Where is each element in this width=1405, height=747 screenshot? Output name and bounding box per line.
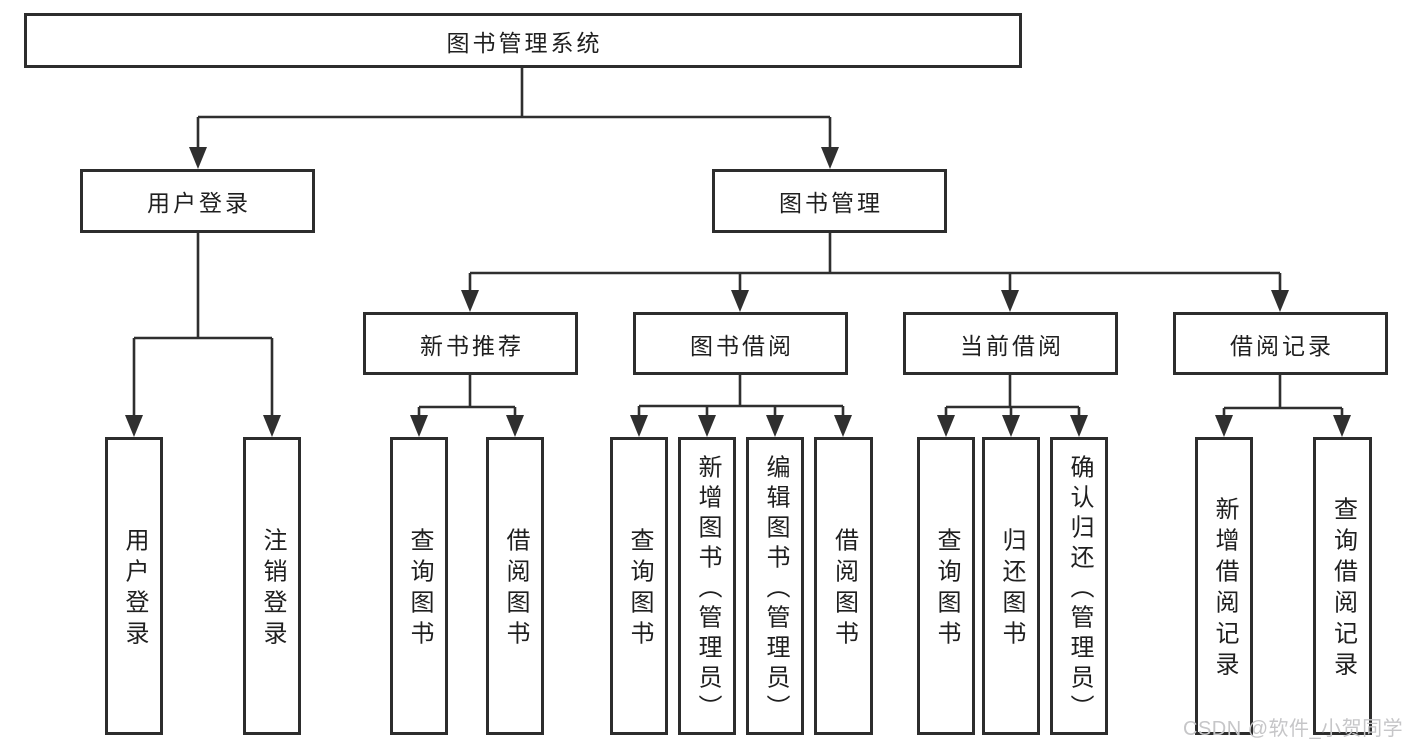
leaf-query-books-recommend: 查询图书 (390, 437, 448, 735)
node-book-borrow: 图书借阅 (633, 312, 848, 375)
node-borrow-records-label: 借阅记录 (1230, 332, 1334, 359)
node-book-borrow-label: 图书借阅 (690, 332, 794, 359)
arrowhead (630, 415, 648, 437)
watermark: CSDN @软件_小贺同学 (1183, 718, 1404, 740)
arrowhead (1215, 415, 1233, 437)
leaf-logout-label: 注销登录 (259, 527, 286, 652)
leaf-query-borrow-record-label: 查询借阅记录 (1329, 496, 1357, 683)
leaf-add-book-admin: 新增图书（管理员） (678, 437, 736, 735)
leaf-confirm-return-admin: 确认归还（管理员） (1050, 437, 1108, 735)
leaf-add-borrow-record-label: 新增借阅记录 (1211, 496, 1238, 683)
leaf-query-books-borrow-label: 查询图书 (626, 527, 653, 652)
arrowhead (698, 415, 716, 437)
node-book-management-label: 图书管理 (779, 190, 883, 216)
arrowhead (1333, 415, 1351, 437)
node-root-label: 图书管理系统 (446, 29, 603, 56)
leaf-return-books: 归还图书 (982, 437, 1040, 735)
leaf-add-borrow-record: 新增借阅记录 (1195, 437, 1253, 735)
arrowhead (410, 415, 428, 437)
leaf-user-login: 用户登录 (105, 437, 163, 735)
arrowhead (125, 415, 143, 437)
arrowhead (731, 290, 749, 312)
leaf-borrow-books-recommend: 借阅图书 (486, 437, 544, 735)
arrowhead (506, 415, 524, 437)
node-book-management: 图书管理 (712, 169, 947, 233)
arrowhead (1271, 290, 1289, 312)
arrowhead (1070, 415, 1088, 437)
leaf-query-books-current-label: 查询图书 (933, 527, 960, 652)
leaf-borrow-books-recommend-label: 借阅图书 (502, 527, 529, 652)
node-new-book-recommend: 新书推荐 (363, 312, 578, 375)
arrowhead (821, 147, 839, 169)
arrowhead (1001, 290, 1019, 312)
node-root: 图书管理系统 (24, 13, 1022, 68)
leaf-query-books-recommend-label: 查询图书 (406, 527, 433, 652)
leaf-borrow-books-label: 借阅图书 (830, 527, 858, 652)
arrowhead (461, 290, 479, 312)
leaf-logout: 注销登录 (243, 437, 301, 735)
node-user-login-label: 用户登录 (147, 190, 251, 216)
leaf-edit-book-admin-label: 编辑图书（管理员） (762, 454, 789, 725)
arrowhead (1002, 415, 1020, 437)
leaf-confirm-return-admin-label: 确认归还（管理员） (1066, 454, 1093, 725)
node-borrow-records: 借阅记录 (1173, 312, 1388, 375)
arrowhead (834, 415, 852, 437)
leaf-query-borrow-record: 查询借阅记录 (1313, 437, 1372, 735)
leaf-borrow-books: 借阅图书 (814, 437, 873, 735)
leaf-add-book-admin-label: 新增图书（管理员） (694, 454, 721, 725)
arrowhead (189, 147, 207, 169)
arrowhead (937, 415, 955, 437)
leaf-edit-book-admin: 编辑图书（管理员） (746, 437, 804, 735)
node-new-book-recommend-label: 新书推荐 (420, 332, 524, 359)
leaf-user-login-label: 用户登录 (121, 527, 148, 652)
leaf-return-books-label: 归还图书 (998, 527, 1025, 652)
leaf-query-books-borrow: 查询图书 (610, 437, 668, 735)
node-user-login: 用户登录 (80, 169, 315, 233)
node-current-borrow: 当前借阅 (903, 312, 1118, 375)
arrowhead (766, 415, 784, 437)
node-current-borrow-label: 当前借阅 (960, 332, 1064, 359)
arrowhead (263, 415, 281, 437)
leaf-query-books-current: 查询图书 (917, 437, 975, 735)
